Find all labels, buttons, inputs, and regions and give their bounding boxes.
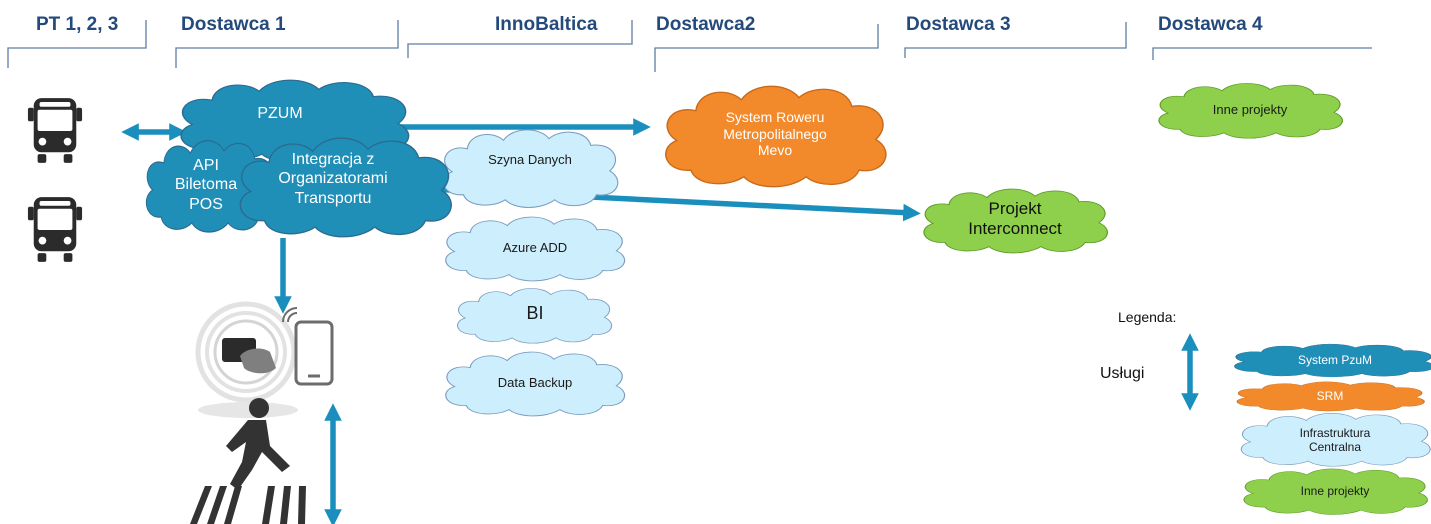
legend-label-srm: SRM (1316, 388, 1344, 403)
cloud-label-inne: Inne projekty (1212, 102, 1288, 118)
cloud-label-pzum: PZUM (257, 105, 303, 123)
cloud-label-bi: BI (526, 303, 544, 324)
column-header-pt: PT 1, 2, 3 (36, 14, 119, 35)
cloud-label-api: API Biletoma POS (174, 157, 238, 213)
bus-icon (27, 98, 83, 163)
column-header-dostawca-1: Dostawca 1 (181, 14, 286, 35)
legend-label-inne: Inne projekty (1300, 483, 1370, 498)
cloud-label-interconnect: Projekt Interconnect (968, 198, 1062, 238)
legend-title: Legenda: (1118, 308, 1177, 325)
pedestrian-crossing-icon (190, 398, 306, 524)
header-brackets (7, 20, 1372, 72)
legend-uslugi: Usługi (1100, 365, 1145, 383)
column-header-dostawca-4: Dostawca 4 (1158, 14, 1263, 35)
column-header-dostawca-2: Dostawca2 (656, 14, 756, 35)
card-reader-icon (195, 301, 297, 403)
column-header-dostawca-3: Dostawca 3 (906, 14, 1011, 35)
bus-icon (27, 197, 83, 262)
legend-label-infrastruktura: Infrastruktura Centralna (1299, 425, 1371, 454)
cloud-label-integracja: Integracja z Organizatorami Transportu (278, 151, 388, 207)
cloud-label-szyna: Szyna Danych (488, 152, 572, 168)
cloud-label-mevo: System Roweru Metropolitalnego Mevo (723, 108, 827, 159)
phone-icon (282, 307, 334, 386)
cloud-label-azure: Azure ADD (502, 240, 568, 256)
cloud-label-backup: Data Backup (497, 375, 573, 391)
legend-label-pzum: System PzuM (1297, 352, 1372, 367)
column-header-innobaltica: InnoBaltica (495, 14, 598, 35)
